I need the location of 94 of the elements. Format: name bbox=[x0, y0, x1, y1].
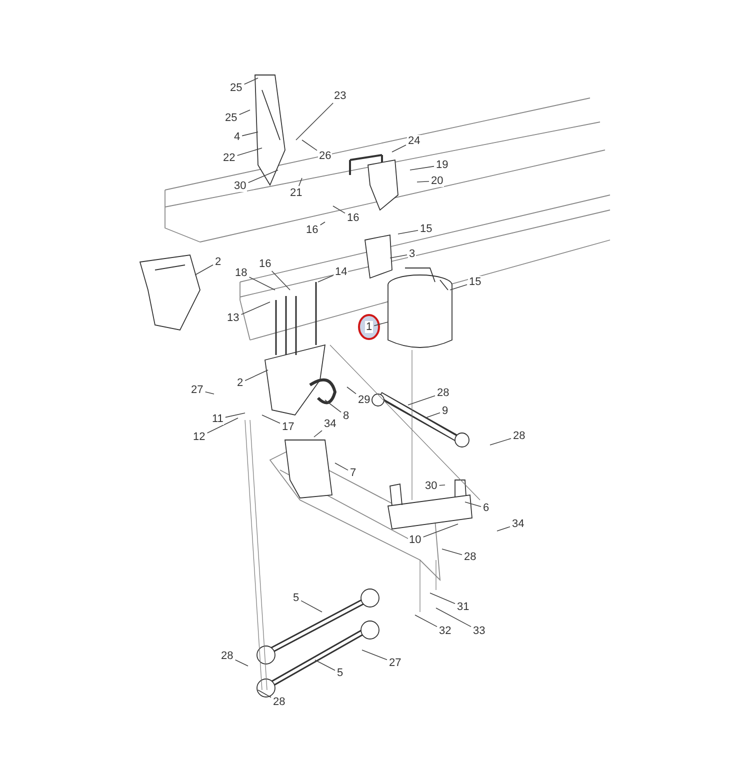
callout-number: 5 bbox=[292, 592, 300, 604]
callout-number: 30 bbox=[424, 480, 438, 492]
leader-line bbox=[206, 418, 238, 434]
leader-line bbox=[324, 400, 342, 413]
leader-line bbox=[436, 608, 472, 628]
callout-number: 6 bbox=[482, 502, 490, 514]
leader-line bbox=[248, 276, 276, 290]
leader-line bbox=[248, 170, 278, 183]
callout-number: 12 bbox=[192, 431, 206, 443]
leader-line bbox=[430, 592, 456, 604]
leader-line bbox=[194, 264, 214, 276]
leader-line bbox=[332, 206, 346, 214]
leader-line bbox=[244, 78, 258, 85]
leader-line bbox=[244, 370, 268, 381]
callout-number: 28 bbox=[220, 650, 234, 662]
leader-line bbox=[234, 660, 248, 666]
callout-number: 34 bbox=[511, 518, 526, 530]
leader-line bbox=[298, 178, 302, 186]
leader-line bbox=[302, 140, 318, 151]
callout-number: 11 bbox=[211, 413, 224, 425]
callout-number: 8 bbox=[342, 410, 350, 422]
callout-number: 2 bbox=[236, 377, 244, 389]
leader-line bbox=[262, 414, 280, 424]
leader-line bbox=[424, 412, 440, 418]
callout-number: 25 bbox=[224, 112, 238, 124]
callout-number: 18 bbox=[234, 267, 248, 279]
callout-number: 5 bbox=[336, 667, 344, 679]
callout-number: 29 bbox=[357, 394, 372, 406]
callout-number: 4 bbox=[233, 131, 242, 143]
leader-line bbox=[258, 690, 272, 698]
callout-number: 16 bbox=[258, 258, 272, 270]
callout-number: 15 bbox=[468, 276, 482, 288]
leader-line bbox=[236, 148, 262, 156]
leader-line bbox=[238, 110, 250, 115]
callout-number: 22 bbox=[222, 152, 236, 164]
callout-number: 2 bbox=[214, 256, 222, 268]
callout-number: 25 bbox=[229, 82, 244, 94]
callout-number: 30 bbox=[233, 180, 248, 192]
callout-number: 32 bbox=[438, 625, 452, 637]
callout-number: 28 bbox=[436, 387, 450, 399]
callout-number: 16 bbox=[305, 224, 320, 236]
callout-number: 1 bbox=[365, 321, 374, 333]
callout-number: 13 bbox=[226, 312, 240, 324]
callout-number: 9 bbox=[441, 405, 450, 417]
callout-number: 16 bbox=[346, 212, 360, 224]
callout-number: 28 bbox=[272, 696, 286, 708]
leader-line bbox=[414, 614, 438, 628]
callout-number: 34 bbox=[323, 418, 338, 430]
leader-line bbox=[362, 650, 388, 660]
leader-line bbox=[334, 462, 348, 471]
leader-line bbox=[300, 600, 322, 612]
callout-number: 28 bbox=[512, 430, 526, 442]
leader-line bbox=[422, 524, 458, 538]
callout-number: 14 bbox=[334, 266, 348, 278]
callout-number: 20 bbox=[430, 175, 444, 187]
leader-line bbox=[242, 132, 258, 136]
leader-line bbox=[416, 181, 430, 182]
leader-line bbox=[318, 275, 334, 282]
callout-number: 31 bbox=[456, 601, 470, 613]
callout-number: 7 bbox=[349, 467, 358, 479]
leader-line bbox=[374, 322, 388, 326]
callout-number: 17 bbox=[281, 421, 296, 433]
callout-number: 15 bbox=[419, 223, 434, 235]
leader-line bbox=[346, 386, 356, 394]
callout-number: 28 bbox=[463, 551, 478, 563]
leader-line bbox=[490, 438, 512, 446]
leader-line bbox=[320, 222, 326, 226]
leader-line bbox=[442, 548, 462, 556]
callout-number: 33 bbox=[472, 625, 486, 637]
leader-line bbox=[392, 144, 406, 152]
callout-number: 21 bbox=[289, 187, 304, 199]
leader-line bbox=[225, 412, 246, 418]
callout-number: 23 bbox=[333, 90, 348, 102]
leader-line bbox=[240, 302, 270, 315]
leader-line bbox=[296, 102, 334, 140]
leader-line bbox=[464, 502, 482, 507]
callout-number: 27 bbox=[388, 657, 402, 669]
leader-line bbox=[496, 526, 510, 532]
callout-number: 10 bbox=[408, 534, 422, 546]
leader-line bbox=[204, 392, 214, 394]
callout-number: 27 bbox=[190, 384, 204, 396]
leader-line bbox=[410, 166, 434, 170]
callout-number: 26 bbox=[318, 150, 332, 162]
leader-line bbox=[438, 484, 446, 486]
leader-line bbox=[398, 230, 418, 234]
leader-line bbox=[271, 270, 290, 290]
callout-number: 24 bbox=[407, 135, 422, 147]
leader-line bbox=[450, 284, 468, 290]
leader-line bbox=[408, 395, 436, 406]
callout-number: 19 bbox=[435, 159, 450, 171]
callout-number: 3 bbox=[408, 248, 416, 260]
leader-line bbox=[390, 254, 408, 258]
leader-line bbox=[314, 430, 322, 438]
leader-line bbox=[314, 660, 336, 671]
